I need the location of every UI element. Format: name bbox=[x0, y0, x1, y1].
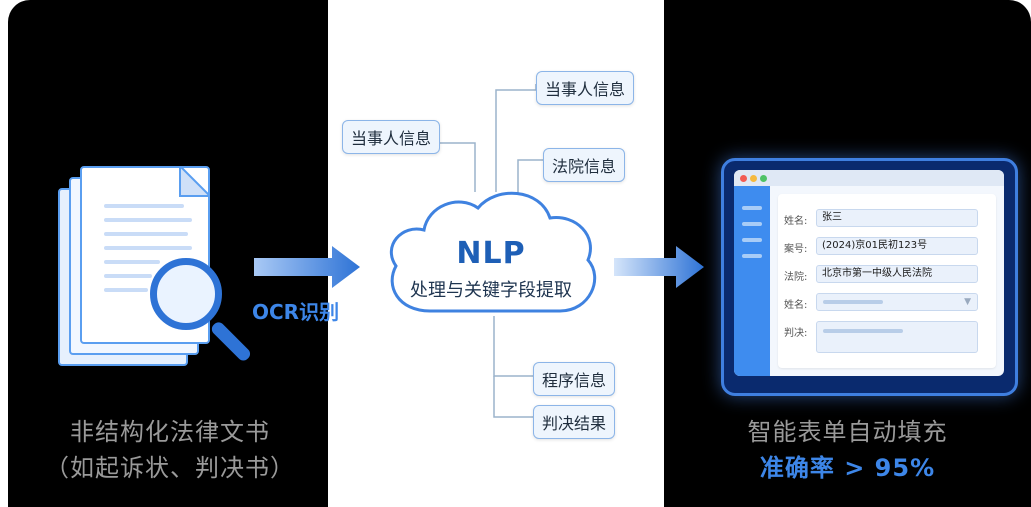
node-party-info-left: 当事人信息 bbox=[342, 120, 441, 154]
node-court-info: 法院信息 bbox=[543, 148, 626, 182]
select-placeholder bbox=[823, 300, 883, 304]
arrow-right-icon bbox=[254, 246, 360, 288]
chevron-down-icon: ▼ bbox=[964, 297, 971, 307]
field-label-case-number: 案号: bbox=[784, 244, 808, 255]
form-window: 姓名: 张三 案号: (2024)京01民初123号 法院: 北京市第一中级人民… bbox=[734, 170, 1004, 376]
cloud-subtitle: 处理与关键字段提取 bbox=[410, 280, 572, 301]
judgment-textarea[interactable] bbox=[816, 321, 978, 353]
name-select[interactable]: ▼ bbox=[816, 293, 978, 311]
close-dot-icon[interactable] bbox=[740, 175, 747, 182]
field-label-judgment: 判决: bbox=[784, 328, 808, 339]
node-judgment-result: 判决结果 bbox=[533, 405, 616, 439]
maximize-dot-icon[interactable] bbox=[760, 175, 767, 182]
accuracy-label: 准确率 > 95% bbox=[759, 454, 936, 482]
sidebar-item[interactable] bbox=[742, 238, 762, 242]
cloud-title: NLP bbox=[456, 236, 526, 271]
document-corner-icon bbox=[179, 166, 210, 197]
left-caption-line1: 非结构化法律文书 bbox=[70, 418, 270, 446]
magnifier-icon bbox=[150, 258, 222, 330]
node-party-info-right: 当事人信息 bbox=[536, 71, 635, 105]
node-procedure-info: 程序信息 bbox=[533, 362, 616, 396]
sidebar-item[interactable] bbox=[742, 222, 762, 226]
form-sidebar bbox=[734, 186, 770, 376]
court-input[interactable]: 北京市第一中级人民法院 bbox=[816, 265, 978, 283]
sidebar-item[interactable] bbox=[742, 254, 762, 258]
minimize-dot-icon[interactable] bbox=[750, 175, 757, 182]
sidebar-item[interactable] bbox=[742, 206, 762, 210]
case-number-input[interactable]: (2024)京01民初123号 bbox=[816, 237, 978, 255]
textarea-placeholder bbox=[823, 329, 903, 333]
cloud-icon bbox=[389, 191, 597, 313]
left-caption-line2: （如起诉状、判决书） bbox=[45, 454, 295, 482]
field-label-court: 法院: bbox=[784, 272, 808, 283]
ocr-label: OCR识别 bbox=[252, 300, 340, 324]
right-caption-line1: 智能表单自动填充 bbox=[747, 418, 948, 446]
arrow-right-icon-2 bbox=[614, 246, 704, 288]
field-label-name: 姓名: bbox=[784, 216, 808, 227]
field-label-name-2: 姓名: bbox=[784, 300, 808, 311]
name-input[interactable]: 张三 bbox=[816, 209, 978, 227]
window-titlebar bbox=[734, 170, 1004, 186]
